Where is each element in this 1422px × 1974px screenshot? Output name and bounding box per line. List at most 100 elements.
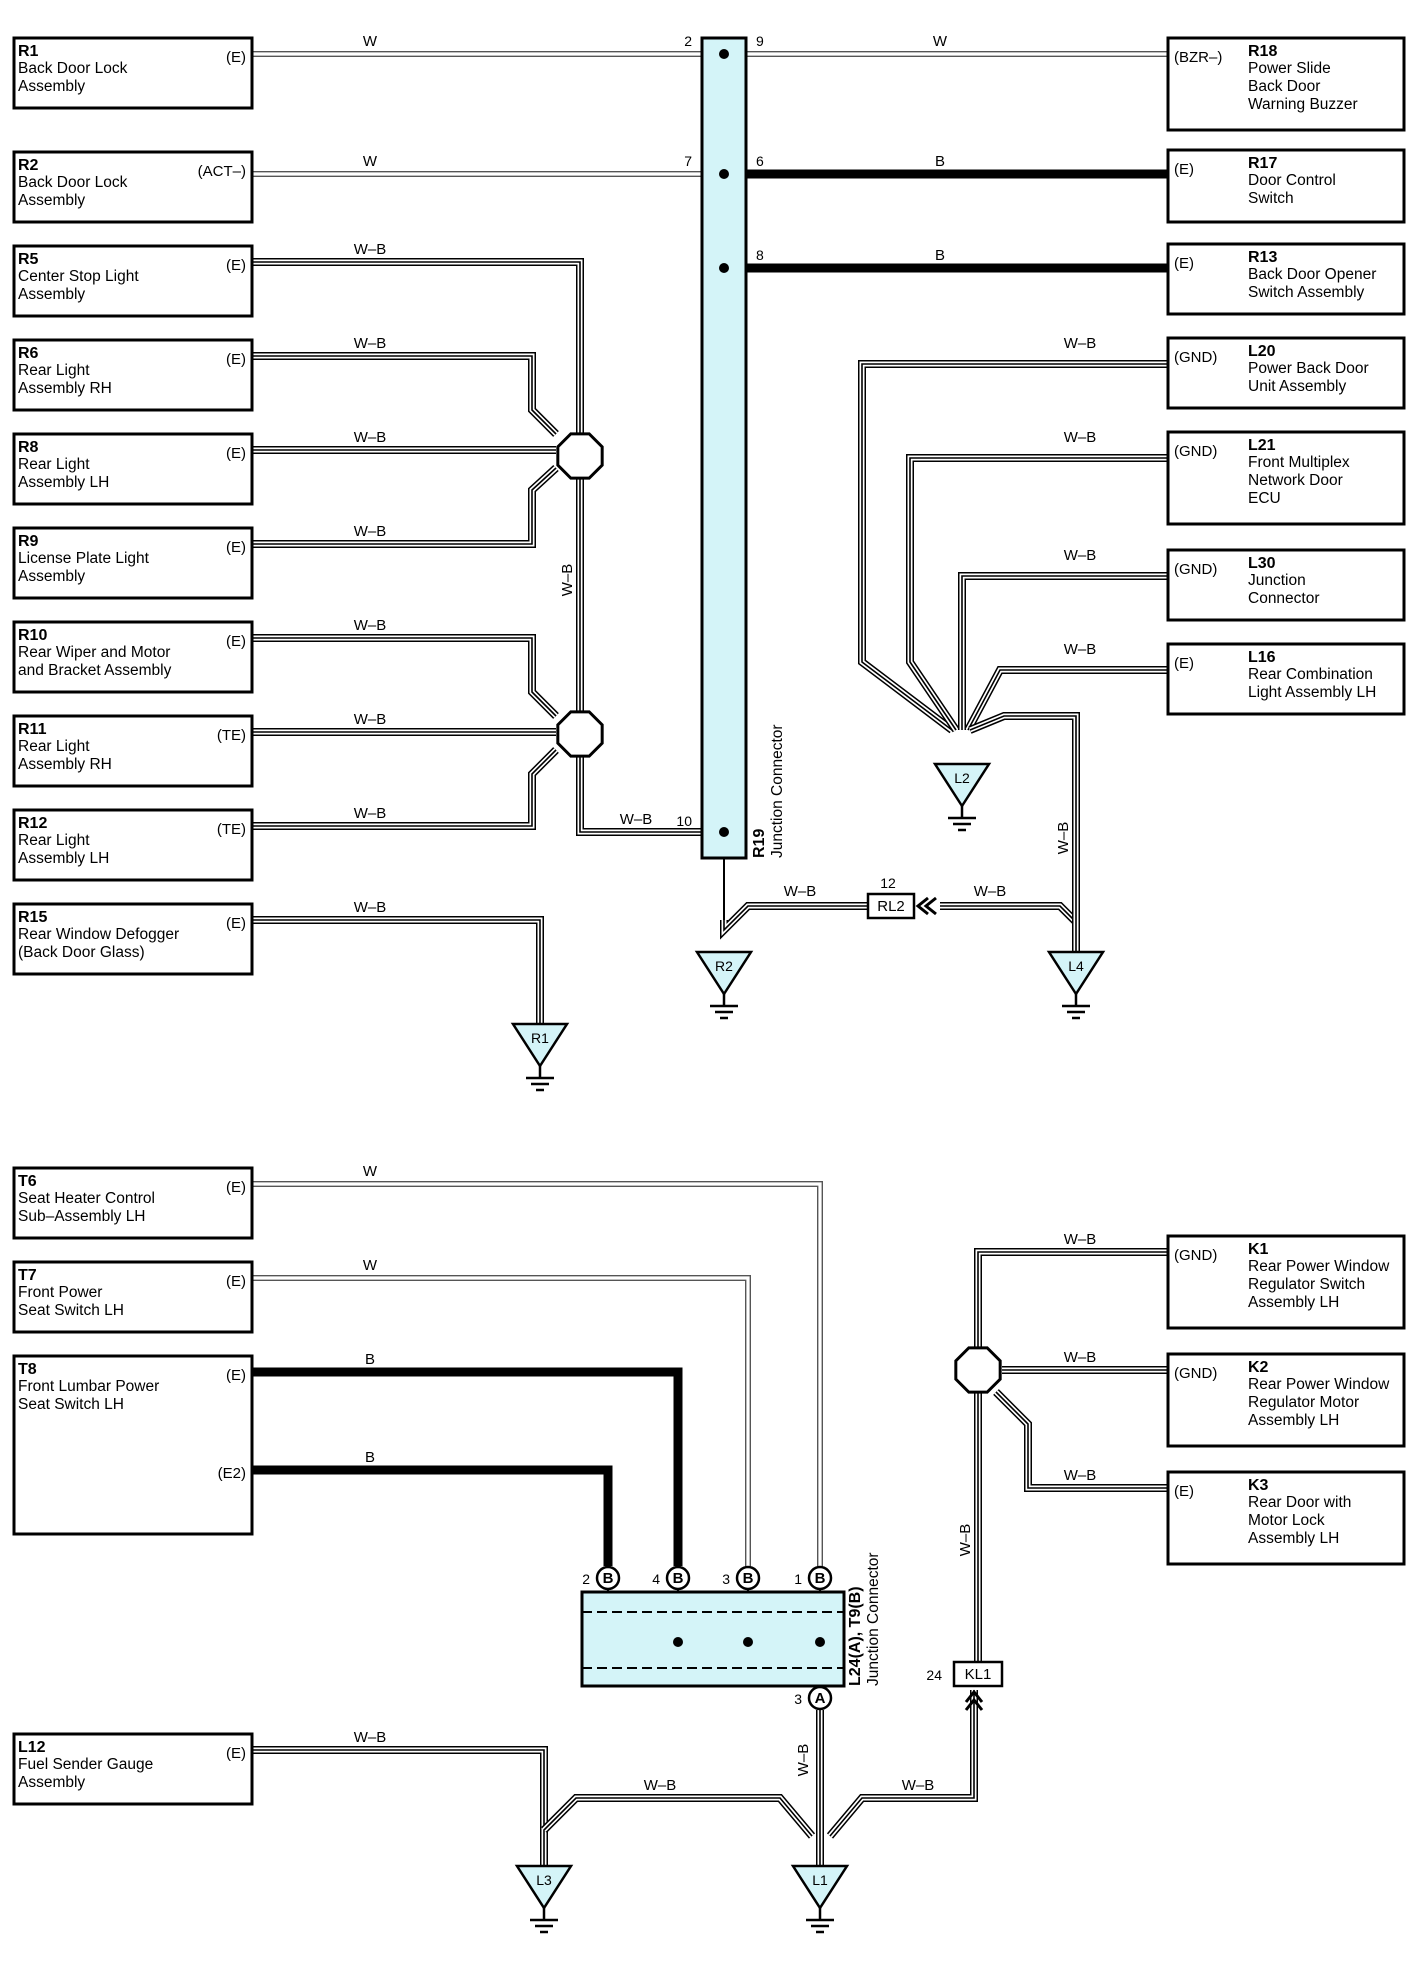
pin-label: (TE)	[217, 727, 246, 744]
component-name: Assembly LH	[1248, 1530, 1339, 1547]
component-name: Back Door	[1248, 78, 1320, 95]
wire-t8-e2	[252, 1465, 613, 1566]
junction-l24-id: L24(A), T9(B)	[847, 1586, 864, 1686]
component-name: ECU	[1248, 490, 1281, 507]
connector-pin-circle: A	[807, 1685, 833, 1711]
wire-color-label: W–B	[902, 1777, 935, 1794]
connector-pin-circle: B	[735, 1565, 761, 1591]
component-id: R13	[1248, 249, 1277, 266]
component-id: R18	[1248, 43, 1277, 60]
pin-label: (E)	[226, 1745, 246, 1762]
junction-l24	[580, 1590, 846, 1688]
wire-color-label: W–B	[354, 335, 387, 352]
junction-l24-name: Junction Connector	[865, 1552, 882, 1686]
component-name: Motor Lock	[1248, 1512, 1325, 1529]
component-name: Assembly	[18, 286, 85, 303]
component-name: Rear Light	[18, 456, 90, 473]
wire-color-label: W–B	[1064, 1349, 1097, 1366]
wire-r9	[252, 465, 559, 548]
component-name: Unit Assembly	[1248, 378, 1346, 395]
component-name: Connector	[1248, 590, 1320, 607]
pin-label: (E)	[226, 257, 246, 274]
component-name: License Plate Light	[18, 550, 150, 567]
connector-kl1-label: KL1	[965, 1666, 992, 1683]
pin-number: 2	[582, 1571, 590, 1587]
ground-label: L1	[812, 1872, 828, 1888]
component-id: R9	[18, 533, 39, 550]
component-id: K2	[1248, 1359, 1269, 1376]
connector-rl2-label: RL2	[877, 898, 905, 915]
wire-color-label: W–B	[1064, 1231, 1097, 1248]
wire-color-label: W–B	[1064, 1467, 1097, 1484]
pin-number: 4	[652, 1571, 660, 1587]
component-name: Network Door	[1248, 472, 1343, 489]
component-id: R11	[18, 721, 47, 738]
pin-letter: B	[673, 1570, 684, 1587]
pin-letter: B	[603, 1570, 614, 1587]
wire-color-label: B	[365, 1351, 375, 1368]
wire-color-label: W–B	[620, 811, 653, 828]
pin-label: (E2)	[218, 1465, 246, 1482]
ground-label: L4	[1068, 958, 1084, 974]
pin-label: (E)	[226, 445, 246, 462]
splice-dot	[719, 263, 729, 273]
component-id: L20	[1248, 343, 1276, 360]
splice-dot	[743, 1637, 753, 1647]
pin-label: (E)	[1174, 655, 1194, 672]
pin-label: (TE)	[217, 821, 246, 838]
wire-r6	[252, 352, 559, 437]
wire-color-label: W–B	[354, 711, 387, 728]
wire-color-label: W–B	[1055, 822, 1072, 855]
wire-color-label: W–B	[354, 429, 387, 446]
wire-color-label: W–B	[957, 1524, 974, 1557]
component-name: Assembly LH	[1248, 1412, 1339, 1429]
component-id: R12	[18, 815, 47, 832]
component-id: R15	[18, 909, 47, 926]
wire-color-label: W–B	[354, 241, 387, 258]
pin-number: 24	[926, 1667, 942, 1683]
wire-color-label: W	[363, 33, 378, 50]
ground-r2: R2	[694, 950, 754, 1020]
splice-octagon	[954, 1346, 1002, 1394]
connector-kl1	[952, 1660, 1004, 1688]
pin-number: 3	[794, 1691, 802, 1707]
pin-number: 8	[756, 247, 764, 263]
component-name: Assembly	[18, 568, 85, 585]
wires	[252, 51, 1168, 1866]
component-name: Sub–Assembly LH	[18, 1208, 146, 1225]
ground-l2: L2	[932, 762, 992, 832]
connector-pin-circle: B	[807, 1565, 833, 1591]
component-name: Back Door Opener	[1248, 266, 1376, 283]
component-name: Seat Switch LH	[18, 1396, 124, 1413]
component-name: Rear Light	[18, 832, 90, 849]
pin-label: (BZR–)	[1174, 49, 1222, 66]
pin-number: 2	[684, 33, 692, 49]
component-name: Center Stop Light	[18, 268, 139, 285]
component-id: K3	[1248, 1477, 1269, 1494]
component-name: Rear Door with	[1248, 1494, 1351, 1511]
component-name: Back Door Lock	[18, 60, 128, 77]
wire-color-label: B	[935, 247, 945, 264]
component-id: R17	[1248, 155, 1277, 172]
ground-label: R2	[715, 958, 733, 974]
pin-number: 10	[676, 813, 692, 829]
component-name: (Back Door Glass)	[18, 944, 145, 961]
component-id: L16	[1248, 649, 1276, 666]
component-name: Assembly RH	[18, 380, 112, 397]
component-name: Assembly	[18, 1774, 85, 1791]
component-name: Front Multiplex	[1248, 454, 1350, 471]
wire-color-label: W	[933, 33, 948, 50]
component-id: L30	[1248, 555, 1276, 572]
component-name: Regulator Motor	[1248, 1394, 1359, 1411]
component-id: T7	[18, 1267, 37, 1284]
chevron-icon	[915, 896, 929, 916]
